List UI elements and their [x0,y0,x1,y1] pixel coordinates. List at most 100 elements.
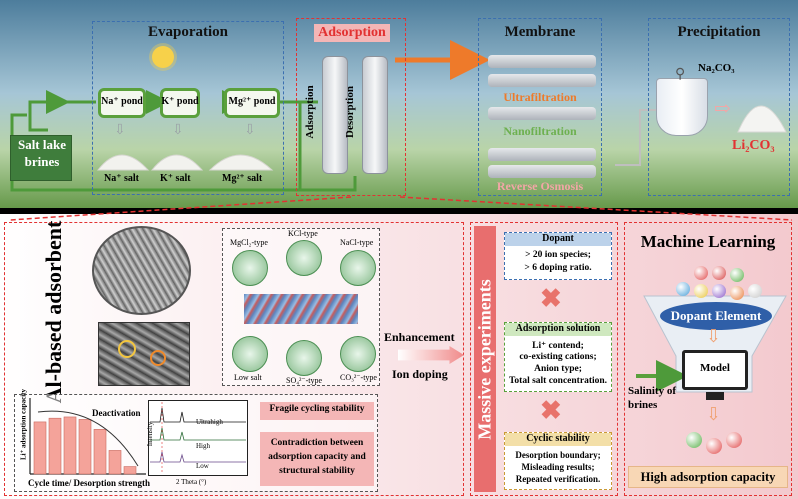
down-arrow-icon: ⇩ [706,326,722,346]
na-salt-label: Na⁺ salt [104,173,139,184]
fragile-note-box [260,402,374,420]
contradiction-note: Contradiction between adsorption capacit… [268,438,366,476]
membrane-tube [488,165,596,178]
kcl-type-label: KCl-type [288,229,318,238]
reactor-vessel [656,78,708,136]
crystal-sphere [286,340,322,376]
ml-title: Machine Learning [640,232,776,251]
element-ball [676,282,690,296]
low-salt-label: Low salt [234,373,262,382]
right-arrow-icon: ⇨ [714,98,731,120]
dopant-line: > 20 ion species; [525,250,591,260]
solution-line: co-existing cations; [519,352,597,362]
pond-na [98,88,146,118]
solution-line: Total salt concentration. [508,376,608,386]
two-theta-label: 2 Theta (°) [176,478,207,486]
desorption-column-label: Desorption [344,86,356,138]
zoom-line-right [399,196,793,221]
crystal-structure [244,294,358,324]
crystal-sphere [232,250,268,286]
sem-surface-image [98,322,190,386]
element-ball [694,266,708,280]
membrane-tube [488,74,596,87]
desorption-column [362,56,388,174]
adsorption-box [296,18,406,196]
element-ball [712,266,726,280]
nacl-type-label: NaCl-type [340,238,374,247]
ultrahigh-label: Ultrahigh [196,418,223,426]
sem-micrograph [92,226,191,315]
cyclic-title: Cyclic stability [526,433,590,444]
precipitation-box [648,18,790,196]
solution-title: Adsorption solution [515,323,601,334]
pond-mg [224,88,280,118]
adsorption-title: Adsorption [314,24,390,42]
crystal-sphere [232,336,268,372]
cyclic-line: Desorption boundary; [515,450,601,460]
al-adsorbent-title: Al-based adsorbent [41,220,66,404]
down-arrow-icon: ⇩ [114,123,126,138]
membrane-tube [488,148,596,161]
nanofiltration-label: Nanofiltration [503,124,577,138]
pond-k [160,88,200,118]
mgcl2-type-label: MgCl₂-type [230,238,268,247]
crystal-sphere [340,250,376,286]
ultrafiltration-label: Ultrafiltration [503,90,577,104]
li2co3-label: Li₂CO₃ [732,138,775,153]
down-arrow-icon: ⇩ [172,123,184,138]
element-ball [730,286,744,300]
crystal-sphere [340,336,376,372]
membrane-title: Membrane [504,24,576,40]
precipitation-title: Precipitation [677,24,761,40]
enhancement-arrow [398,346,464,364]
membrane-tube [488,107,596,120]
cyclic-line: Misleading results; [521,462,595,472]
experiments-title-bar [474,226,496,492]
model-monitor [682,350,748,390]
element-ball [694,284,708,298]
chart-xlabel: Cycle time/ Desorption strength [28,478,151,488]
dopant-element-label: Dopant Element [670,308,762,323]
evaporation-box [92,21,284,195]
model-label: Model [700,362,730,374]
chart-ylabel: Li⁺ adsorption capacity [19,389,28,460]
pond-k-label: K⁺ pond [161,96,199,107]
dopant-title: Dopant [542,233,574,244]
high-label: High [196,442,210,450]
reverse-osmosis-label: Reverse Osmosis [496,179,584,193]
monitor-stand [706,392,724,400]
ion-doping-label: Ion doping [392,367,448,381]
al-adsorbent-box [4,222,464,496]
result-ball [706,438,722,454]
cross-icon: ✖ [540,396,562,425]
return-loop-line [10,180,300,192]
sun-icon [152,46,174,68]
crystal-sphere [286,240,322,276]
down-arrow-icon: ⇩ [706,404,722,424]
down-arrow-icon: ⇩ [244,123,256,138]
dopant-line: > 6 doping ratio. [524,263,592,273]
intensity-label: Intensity [146,421,154,447]
deactivation-label: Deactivation [92,408,141,418]
pond-na-label: Na⁺ pond [101,96,143,107]
cross-icon: ✖ [540,284,562,313]
element-ball [712,284,726,298]
element-ball [730,268,744,282]
membrane-box [478,18,602,196]
fragile-note: Fragile cycling stability [269,404,365,414]
cyclic-line: Repeated verification. [515,474,601,484]
low-label: Low [196,462,209,470]
adsorption-column [322,56,348,174]
result-label: High adsorption capacity [640,470,776,484]
membrane-tube [488,55,596,68]
k-salt-label: K⁺ salt [160,173,191,184]
membrane-to-precip-line [615,109,665,166]
dopant-header [505,233,611,246]
na2co3-label: Na₂CO₃ [698,62,735,74]
co3-type-label: CO₃²⁻-type [340,373,377,382]
solution-line: Li⁺ contend; [532,341,584,351]
evaporation-title: Evaporation [147,24,228,40]
experiments-box [470,222,618,496]
solution-line: Anion type; [534,364,582,374]
so4-type-label: SO₄²⁻-type [286,376,323,385]
